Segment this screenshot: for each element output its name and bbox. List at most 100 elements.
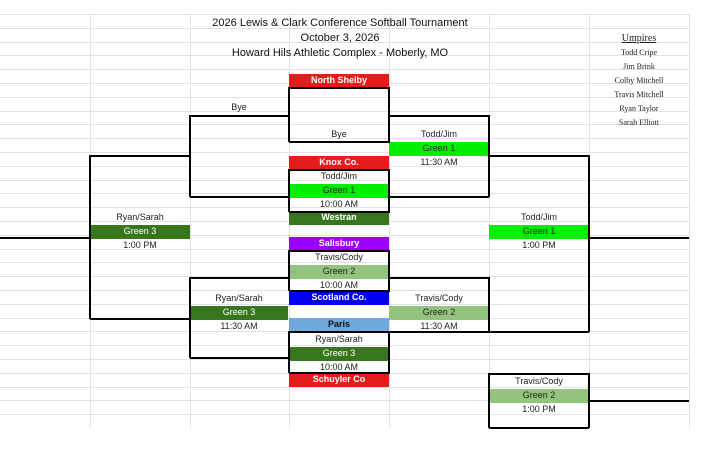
bracket-line [289, 87, 390, 89]
bracket-line [488, 373, 490, 428]
umpire-name: Todd Cripe [620, 48, 658, 57]
grid-row-line [0, 28, 689, 29]
game2-time: 10:00 AM [319, 280, 359, 290]
bracket-line [289, 211, 390, 213]
game1-umpires: Todd/Jim [320, 171, 357, 181]
bracket-line [289, 141, 390, 143]
team-north-shelby: North Shelby [289, 74, 389, 88]
grid-row-line [0, 180, 689, 181]
bracket-line [190, 277, 289, 279]
team-knox-co: Knox Co. [289, 156, 389, 170]
bracket-line [288, 169, 290, 212]
grid-row-line [0, 235, 689, 236]
bracket-line [388, 250, 390, 291]
bracket-line [90, 318, 190, 320]
bracket-line [289, 290, 390, 292]
bracket-line [589, 400, 689, 402]
grid-row-line [0, 55, 689, 56]
game9-time: 1:00 PM [522, 404, 556, 414]
bracket-line [389, 331, 489, 333]
grid-row-line [0, 124, 689, 125]
game7-field: Green 3 [90, 225, 190, 239]
game7-umpires: Ryan/Sarah [116, 212, 164, 222]
bracket-line [90, 155, 190, 157]
bracket-line [488, 277, 490, 332]
game5-umpires: Ryan/Sarah [215, 293, 263, 303]
bye-label: Bye [331, 129, 347, 139]
game5-time: 11:30 AM [220, 321, 258, 331]
game6-field: Green 2 [389, 306, 489, 320]
tournament-venue: Howard Hils Athletic Complex - Moberly, … [231, 47, 449, 59]
bracket-line [288, 87, 290, 142]
bracket-line [388, 169, 390, 212]
bracket-line [489, 373, 589, 375]
game4-time: 11:30 AM [420, 157, 458, 167]
team-westran: Westran [289, 211, 389, 225]
bracket-line [189, 277, 191, 358]
bracket-line [489, 427, 589, 429]
grid-row-line [0, 414, 689, 415]
umpires-header: Umpires [621, 33, 657, 44]
grid-row-line [0, 152, 689, 153]
grid-row-line [0, 14, 689, 15]
bracket-line [389, 115, 489, 117]
grid-row-line [0, 387, 689, 388]
grid-row-line [0, 207, 689, 208]
bracket-line [489, 155, 589, 157]
game9-umpires: Travis/Cody [515, 376, 563, 386]
bracket-line [190, 115, 289, 117]
grid-row-line [0, 400, 689, 401]
game5-field: Green 3 [190, 306, 288, 320]
team-scotland-co: Scotland Co. [289, 291, 389, 305]
game1-time: 10:00 AM [319, 199, 359, 209]
team-salisbury: Salisbury [289, 237, 389, 251]
bracket-line [289, 250, 390, 252]
team-paris: Paris [289, 318, 389, 332]
bracket-line [388, 87, 390, 142]
umpire-name: Jim Brink [623, 62, 655, 71]
game3-umpires: Ryan/Sarah [315, 334, 363, 344]
tournament-title: 2026 Lewis & Clark Conference Softball T… [212, 17, 468, 29]
bracket-line [189, 115, 191, 197]
game3-field: Green 3 [289, 347, 389, 361]
bracket-line [288, 250, 290, 291]
game3-time: 10:00 AM [319, 362, 359, 372]
game8-field: Green 1 [489, 225, 589, 239]
game2-field: Green 2 [289, 265, 389, 279]
bracket-line [190, 357, 289, 359]
game6-umpires: Travis/Cody [415, 293, 463, 303]
bracket-line [589, 237, 689, 239]
bracket-line [389, 277, 489, 279]
bracket-line [0, 237, 90, 239]
bracket-line [289, 331, 390, 333]
game6-time: 11:30 AM [420, 321, 458, 331]
game8-umpires: Todd/Jim [520, 212, 557, 222]
bye-label: Bye [231, 102, 247, 112]
game4-field: Green 1 [389, 142, 489, 156]
umpire-name: Ryan Taylor [619, 104, 659, 113]
bracket-line [388, 331, 390, 373]
bracket-line [289, 372, 390, 374]
bracket-line [89, 155, 91, 319]
grid-row-line [0, 111, 689, 112]
bracket-line [489, 331, 589, 333]
grid-row-line [0, 138, 689, 139]
game7-time: 1:00 PM [123, 240, 157, 250]
game1-field: Green 1 [289, 184, 389, 198]
bracket-line [288, 331, 290, 373]
umpire-name: Travis Mitchell [614, 90, 664, 99]
grid-row-line [0, 97, 689, 98]
grid-row-line [0, 345, 689, 346]
umpire-name: Sarah Elliott [618, 118, 660, 127]
bracket-line [588, 155, 590, 332]
game9-field: Green 2 [489, 389, 589, 403]
team-schuyler-co: Schuyler Co [289, 373, 389, 387]
game8-time: 1:00 PM [522, 240, 556, 250]
game2-umpires: Travis/Cody [315, 252, 363, 262]
tournament-date: October 3, 2026 [300, 32, 380, 44]
bracket-line [190, 196, 289, 198]
grid-row-line [0, 69, 689, 70]
grid-row-line [0, 262, 689, 263]
bracket-line [289, 169, 390, 171]
